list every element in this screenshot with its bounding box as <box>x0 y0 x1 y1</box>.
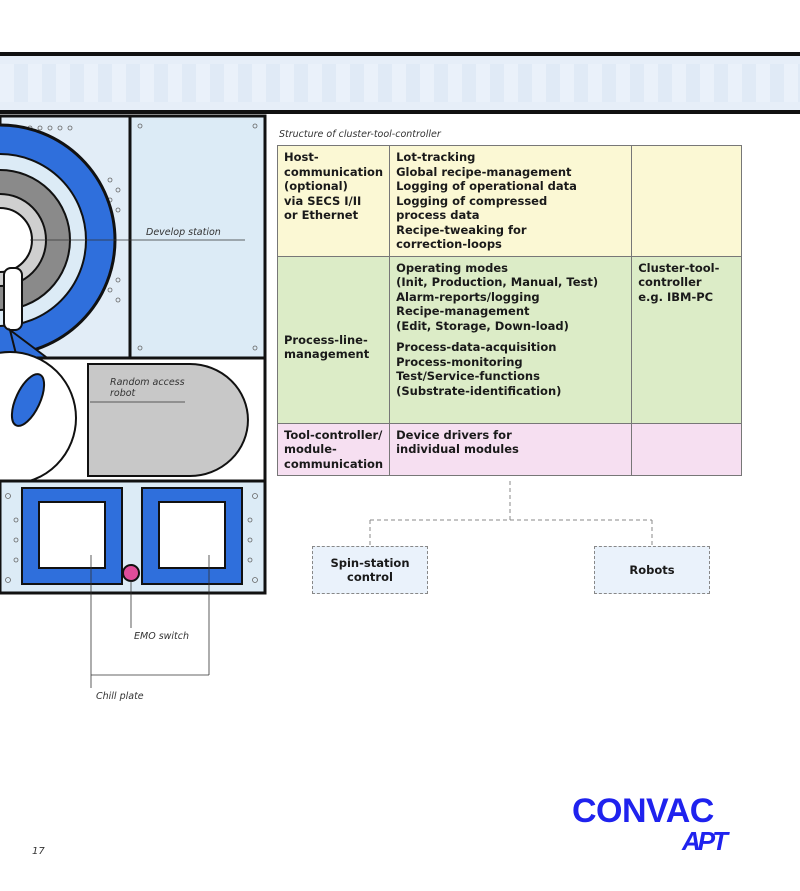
tool-functions-cell: Device drivers for individual modules <box>389 422 633 476</box>
vent-holes <box>17 123 258 351</box>
host-functions-cell: Lot-tracking Global recipe-management Lo… <box>389 145 633 257</box>
chill-plate-left-inner <box>38 501 106 569</box>
process-layer-text: Process-line- management <box>284 332 370 362</box>
host-platform-cell <box>631 145 742 257</box>
robot-arm-link <box>3 267 23 331</box>
leader-lines <box>30 239 245 688</box>
panel-screws <box>5 493 258 583</box>
tool-platform-cell <box>631 422 742 476</box>
random-access-robot-label: Random access robot <box>110 377 185 399</box>
process-functions-b: Process-data-acquisition Process-monitor… <box>396 340 562 398</box>
page-number: 17 <box>32 846 45 857</box>
connector-lines <box>369 481 653 546</box>
table-row-tool: Tool-controller/ module- communication D… <box>276 422 742 476</box>
table-row-host: Host- communication (optional) via SECS … <box>276 145 742 257</box>
header-band <box>0 52 800 114</box>
robot-gripper <box>10 373 46 427</box>
process-functions-a: Operating modes (Init, Production, Manua… <box>396 260 599 333</box>
table-row-process: Process-line- management Operating modes… <box>276 255 742 424</box>
process-layer-cell: Process-line- management <box>276 255 391 424</box>
host-layer-cell: Host- communication (optional) via SECS … <box>276 145 391 257</box>
chill-plate-label: Chill plate <box>96 691 144 702</box>
logo-sub-text: APT <box>682 826 728 856</box>
diagram-caption: Structure of cluster-tool-controller <box>279 129 441 140</box>
process-functions-gap <box>396 333 625 340</box>
emo-switch <box>122 564 140 582</box>
develop-station-label: Develop station <box>146 227 221 238</box>
header-band-pattern <box>0 64 800 102</box>
chill-plate-right-inner <box>158 501 226 569</box>
develop-station-panel <box>128 114 267 360</box>
robots-box: Robots <box>594 546 710 594</box>
robot-track <box>87 363 249 477</box>
process-layer-spacer <box>284 261 383 333</box>
tool-layer-cell: Tool-controller/ module- communication <box>276 422 391 476</box>
spin-station-control-box: Spin-station control <box>312 546 428 594</box>
controller-structure-table: Host- communication (optional) via SECS … <box>276 145 742 476</box>
convac-logo: CONVAC APT <box>566 792 746 858</box>
emo-switch-label: EMO switch <box>134 631 190 642</box>
logo-main-text: CONVAC <box>572 792 714 830</box>
process-functions-cell: Operating modes (Init, Production, Manua… <box>389 255 633 424</box>
process-platform-cell: Cluster-tool- controller e.g. IBM-PC <box>631 255 742 424</box>
